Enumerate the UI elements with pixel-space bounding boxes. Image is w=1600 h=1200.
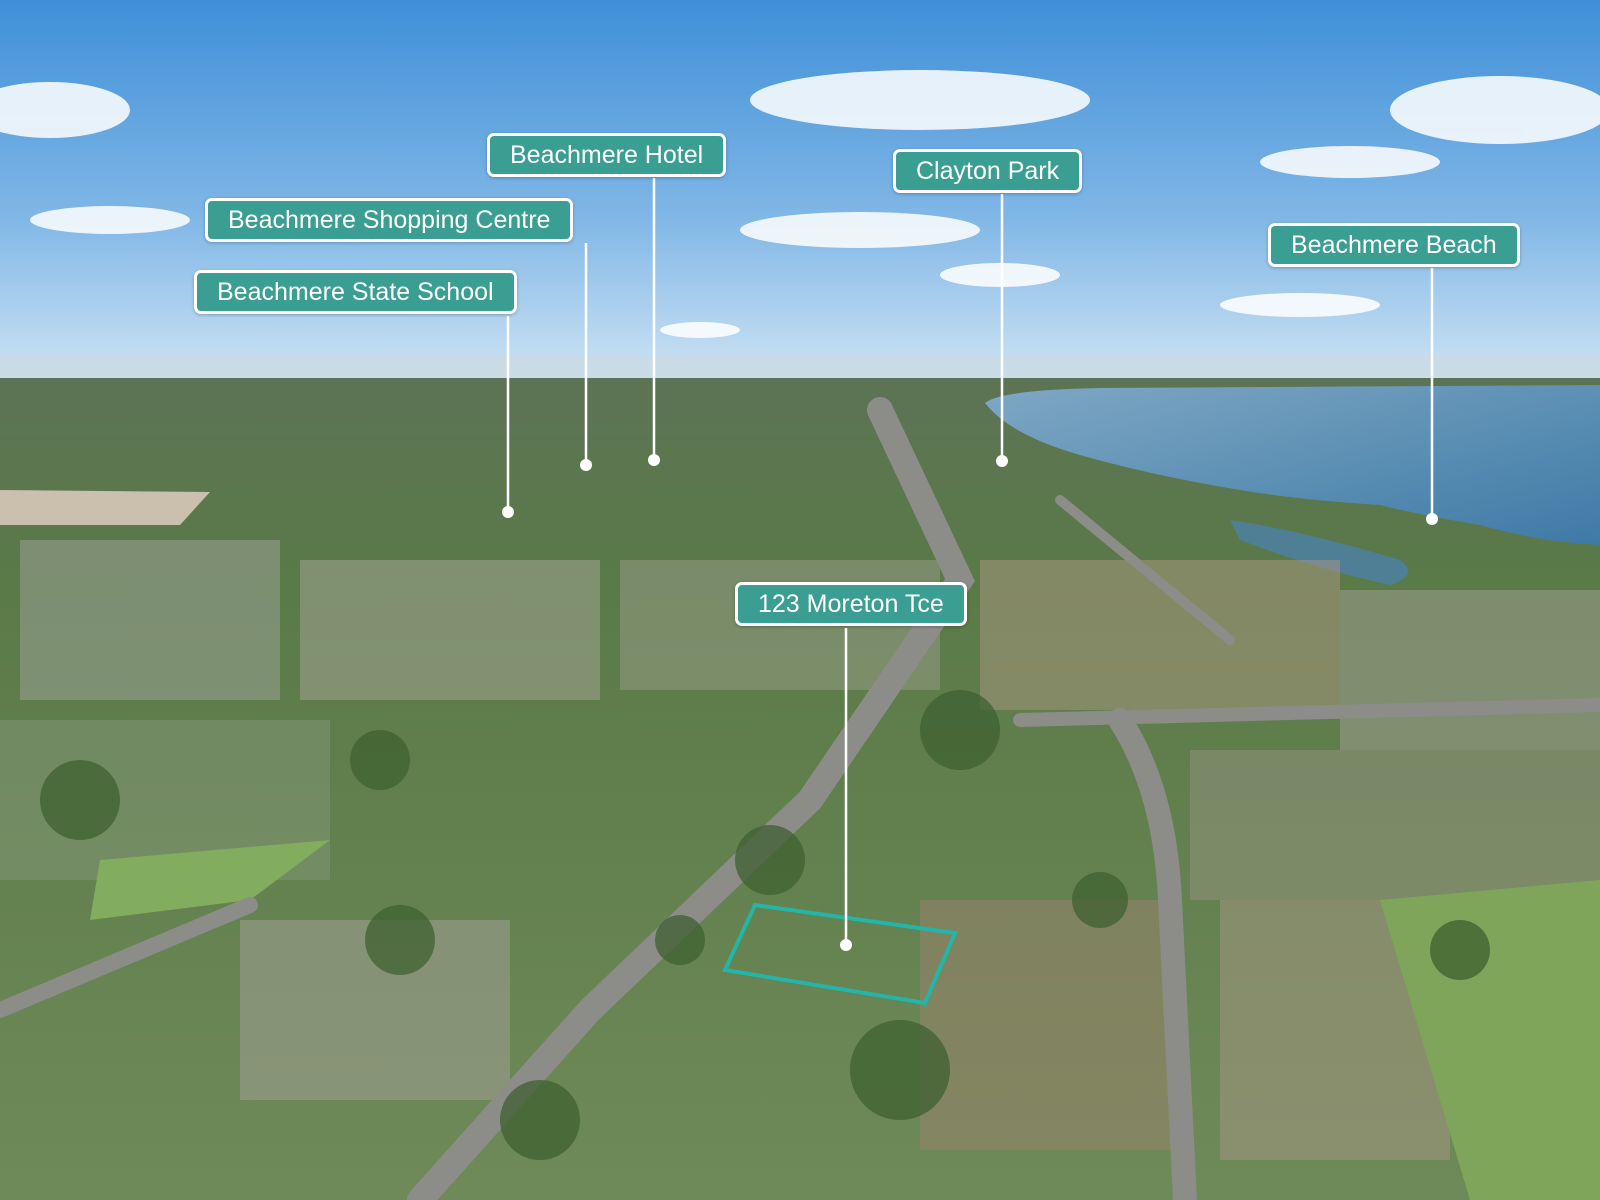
label-beachmere-state-school: Beachmere State School bbox=[194, 270, 517, 314]
lake bbox=[1230, 520, 1408, 585]
sea bbox=[985, 385, 1600, 545]
label-beachmere-beach: Beachmere Beach bbox=[1268, 223, 1520, 267]
pointer-lines bbox=[506, 178, 1434, 945]
land bbox=[0, 378, 1600, 1200]
label-property-address: 123 Moreton Tce bbox=[735, 582, 967, 626]
label-beachmere-hotel: Beachmere Hotel bbox=[487, 133, 727, 177]
clouds bbox=[0, 70, 1600, 338]
roads bbox=[0, 397, 1600, 1200]
suburb-houses bbox=[0, 540, 1600, 1160]
pointer-dots bbox=[502, 454, 1438, 951]
sky bbox=[0, 0, 1600, 390]
cleared-land bbox=[0, 490, 210, 525]
label-clayton-park: Clayton Park bbox=[893, 149, 1083, 193]
property-boundary bbox=[722, 902, 958, 1006]
label-beachmere-shopping-centre: Beachmere Shopping Centre bbox=[205, 198, 574, 242]
trees bbox=[40, 690, 1490, 1160]
park-lawn-left bbox=[90, 840, 330, 920]
